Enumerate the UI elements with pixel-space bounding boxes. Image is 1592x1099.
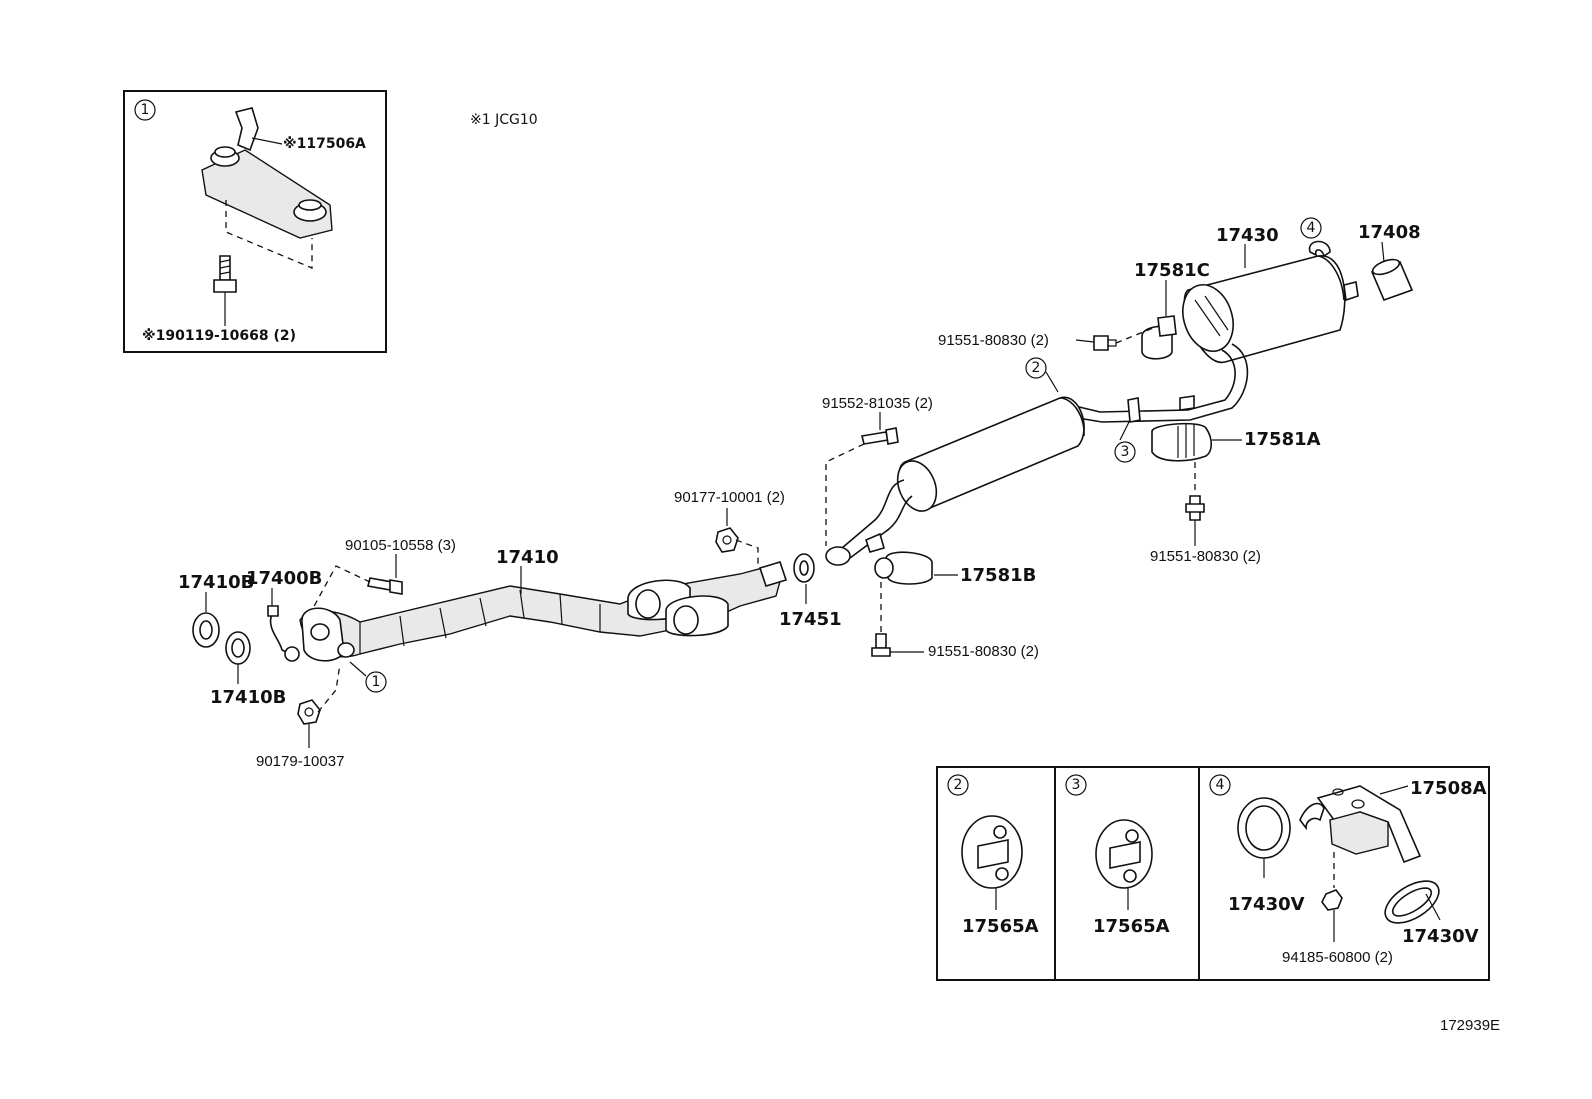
bolt-90105 — [367, 577, 403, 595]
callout-3: 3 — [1121, 444, 1130, 460]
label-17581B: 17581B — [960, 565, 1036, 586]
label-90179: 90179-10037 — [256, 753, 344, 770]
bolt-91551-right — [1185, 495, 1205, 521]
label-17430V-a: 17430V — [1228, 894, 1305, 915]
label-91552: 91552-81035 (2) — [822, 395, 933, 412]
label-17410B-bottom: 17410B — [210, 687, 286, 708]
rear-muffler-17430 — [1074, 240, 1359, 423]
label-91551-mid: 91551-80830 (2) — [928, 643, 1039, 660]
bracket-17506A — [201, 107, 333, 239]
label-17430: 17430 — [1216, 225, 1279, 246]
label-17410: 17410 — [496, 547, 559, 568]
label-17508A: 17508A — [1410, 778, 1487, 799]
label-90177: 90177-10001 (2) — [674, 489, 785, 506]
label-17410B-top: 17410B — [178, 572, 254, 593]
inset-2-box: 2 17565A — [936, 766, 1056, 981]
label-17408: 17408 — [1358, 222, 1421, 243]
label-17451: 17451 — [779, 609, 842, 630]
gasket-17410B-bottom — [225, 631, 251, 665]
label-91551-top: 91551-80830 (2) — [938, 332, 1049, 349]
gasket-ring-17430V-b — [1384, 880, 1440, 924]
inset-2-marker: 2 — [954, 777, 963, 793]
bolt-91552 — [861, 427, 899, 445]
model-note: ※1 JCG10 — [470, 112, 538, 128]
label-90119: ※190119-10668 (2) — [142, 328, 296, 344]
hanger-17581A — [1151, 422, 1213, 462]
inset-1-marker: 1 — [141, 102, 150, 118]
label-94185: 94185-60800 (2) — [1282, 949, 1393, 966]
sensor-17400B — [267, 605, 300, 662]
callout-2: 2 — [1032, 360, 1041, 376]
tail-pipe-17408 — [1370, 258, 1414, 302]
front-exhaust-pipe-17410 — [299, 561, 788, 662]
hanger-17581C — [1141, 315, 1177, 360]
gasket-17410B-top — [192, 612, 220, 648]
bracket-17508A — [1299, 785, 1422, 864]
inset-4-box: 4 17430V 17508A 94185-60800 (2) — [1198, 766, 1490, 981]
callout-1: 1 — [372, 674, 381, 690]
hanger-17581B — [874, 551, 933, 585]
figure-code: 172939E — [1440, 1017, 1500, 1034]
label-17565A-b: 17565A — [1093, 916, 1170, 937]
bolt-91551-mid — [871, 633, 891, 657]
gasket-ring-17430V-a — [1237, 797, 1291, 859]
inset-4-marker: 4 — [1216, 777, 1225, 793]
label-17581C: 17581C — [1134, 260, 1210, 281]
center-muffler — [825, 396, 1085, 566]
stud-90119 — [213, 255, 237, 293]
nut-94185 — [1321, 889, 1343, 911]
label-17430V-b: 17430V — [1402, 926, 1479, 947]
hanger-rubber-17565A-a — [961, 815, 1023, 889]
label-91551-right: 91551-80830 (2) — [1150, 548, 1261, 565]
inset-1-box: 1 ※117506A ※190119-10668 (2) — [123, 90, 387, 353]
bolt-91551-top — [1093, 335, 1117, 351]
inset-3-marker: 3 — [1072, 777, 1081, 793]
gasket-17451 — [793, 553, 815, 583]
nut-90177 — [715, 527, 739, 553]
label-90105: 90105-10558 (3) — [345, 537, 456, 554]
callout-4: 4 — [1307, 220, 1316, 236]
hanger-rubber-17565A-b — [1095, 819, 1153, 889]
label-17400B: 17400B — [246, 568, 322, 589]
inset-3-box: 3 17565A — [1054, 766, 1200, 981]
label-17581A: 17581A — [1244, 429, 1321, 450]
label-17565A-a: 17565A — [962, 916, 1039, 937]
label-17506A: ※117506A — [283, 136, 366, 152]
nut-90179 — [297, 699, 321, 725]
